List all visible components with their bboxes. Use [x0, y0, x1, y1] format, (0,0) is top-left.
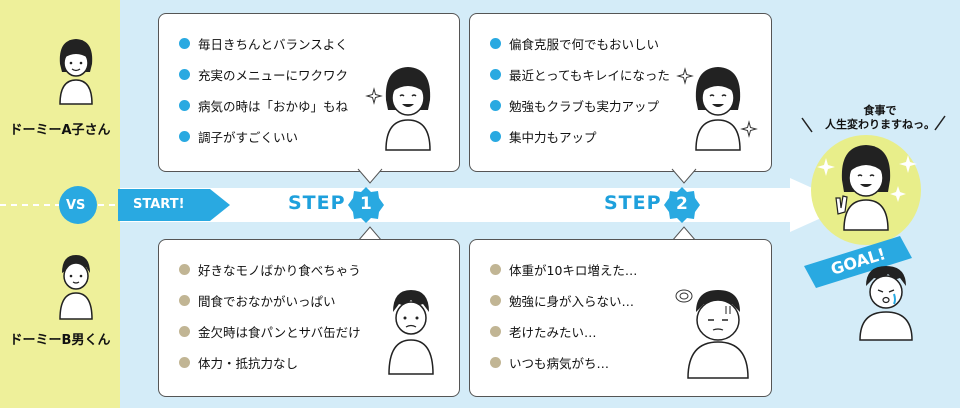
- boy-crying-icon: [859, 266, 913, 341]
- bullet-icon: [490, 326, 501, 337]
- bullet-icon: [179, 264, 190, 275]
- step2-b-box-tail: [671, 226, 697, 242]
- list-item: いつも病気がち…: [490, 347, 637, 378]
- bullet-icon: [179, 357, 190, 368]
- person-a-icon: [59, 39, 93, 105]
- girl-happy-icon: [385, 67, 431, 151]
- step2-a-box: 偏食克服で何でもおいしい 最近とってもキレイになった 勉強もクラブも実力アップ …: [469, 13, 772, 172]
- sparkle-icon: [740, 120, 758, 138]
- bullet-icon: [490, 264, 501, 275]
- bullet-icon: [490, 69, 501, 80]
- step1-b-box: 好きなモノばかり食べちゃう 間食でおなかがいっぱい 金欠時は食パンとサバ缶だけ …: [158, 239, 460, 397]
- sparkle-icon: [676, 67, 694, 85]
- step2-a-box-tail: [671, 168, 697, 184]
- list-item: 充実のメニューにワクワク: [179, 59, 348, 90]
- bullet-icon: [490, 295, 501, 306]
- goal-speech-line1: 食事で: [863, 104, 897, 117]
- list-item: 集中力もアップ: [490, 121, 670, 152]
- goal-banner: [804, 236, 912, 288]
- list-item: 間食でおなかがいっぱい: [179, 285, 361, 316]
- step2-number-badge: [664, 187, 700, 223]
- list-item: 偏食克服で何でもおいしい: [490, 28, 670, 59]
- bullet-icon: [490, 131, 501, 142]
- bullet-icon: [179, 131, 190, 142]
- bullet-icon: [490, 38, 501, 49]
- list-item: 病気の時は「おかゆ」もね: [179, 90, 348, 121]
- list-item: 最近とってもキレイになった: [490, 59, 670, 90]
- boy-heavy-icon: [675, 289, 749, 379]
- step2-number: 2: [676, 194, 689, 214]
- list-item: 好きなモノばかり食べちゃう: [179, 254, 361, 285]
- vs-badge: [59, 186, 97, 224]
- bullet-icon: [179, 69, 190, 80]
- list-item: 体重が10キロ増えた…: [490, 254, 637, 285]
- boy-sad-icon: [388, 290, 434, 375]
- step1-number: 1: [360, 194, 373, 214]
- step2-a-list: 偏食克服で何でもおいしい 最近とってもキレイになった 勉強もクラブも実力アップ …: [490, 28, 670, 152]
- vs-label: VS: [66, 198, 86, 213]
- girl-happy-icon: [695, 67, 741, 151]
- step1-label: STEP: [288, 192, 346, 214]
- step1-a-box: 毎日きちんとバランスよく 充実のメニューにワクワク 病気の時は「おかゆ」もね 調…: [158, 13, 460, 172]
- step1-b-box-tail: [357, 226, 383, 242]
- bullet-icon: [179, 326, 190, 337]
- goal-speech: 食事で 人生変わりますねっ。: [820, 104, 940, 132]
- person-a-name: ドーミーA子さん: [9, 123, 111, 138]
- sparkle-icon: [365, 87, 383, 105]
- step1-a-box-tail: [357, 168, 383, 184]
- list-item: 金欠時は食パンとサバ缶だけ: [179, 316, 361, 347]
- person-b-icon: [59, 255, 93, 320]
- person-b-name: ドーミーB男くん: [9, 333, 111, 348]
- list-item: 体力・抵抗力なし: [179, 347, 361, 378]
- bullet-icon: [179, 100, 190, 111]
- step1-number-badge: [348, 187, 384, 223]
- girl-goal-icon: [835, 145, 891, 231]
- start-label: START!: [133, 197, 185, 212]
- step1-a-list: 毎日きちんとバランスよく 充実のメニューにワクワク 病気の時は「おかゆ」もね 調…: [179, 28, 348, 152]
- list-item: 調子がすごくいい: [179, 121, 348, 152]
- list-item: 勉強もクラブも実力アップ: [490, 90, 670, 121]
- step2-b-box: 体重が10キロ増えた… 勉強に身が入らない… 老けたみたい… いつも病気がち…: [469, 239, 772, 397]
- step2-label: STEP: [604, 192, 662, 214]
- step2-b-list: 体重が10キロ増えた… 勉強に身が入らない… 老けたみたい… いつも病気がち…: [490, 254, 637, 378]
- list-item: 勉強に身が入らない…: [490, 285, 637, 316]
- bullet-icon: [179, 295, 190, 306]
- list-item: 老けたみたい…: [490, 316, 637, 347]
- goal-speech-line2: 人生変わりますねっ。: [825, 118, 935, 131]
- bullet-icon: [179, 38, 190, 49]
- list-item: 毎日きちんとバランスよく: [179, 28, 348, 59]
- bullet-icon: [490, 357, 501, 368]
- bullet-icon: [490, 100, 501, 111]
- step1-b-list: 好きなモノばかり食べちゃう 間食でおなかがいっぱい 金欠時は食パンとサバ缶だけ …: [179, 254, 361, 378]
